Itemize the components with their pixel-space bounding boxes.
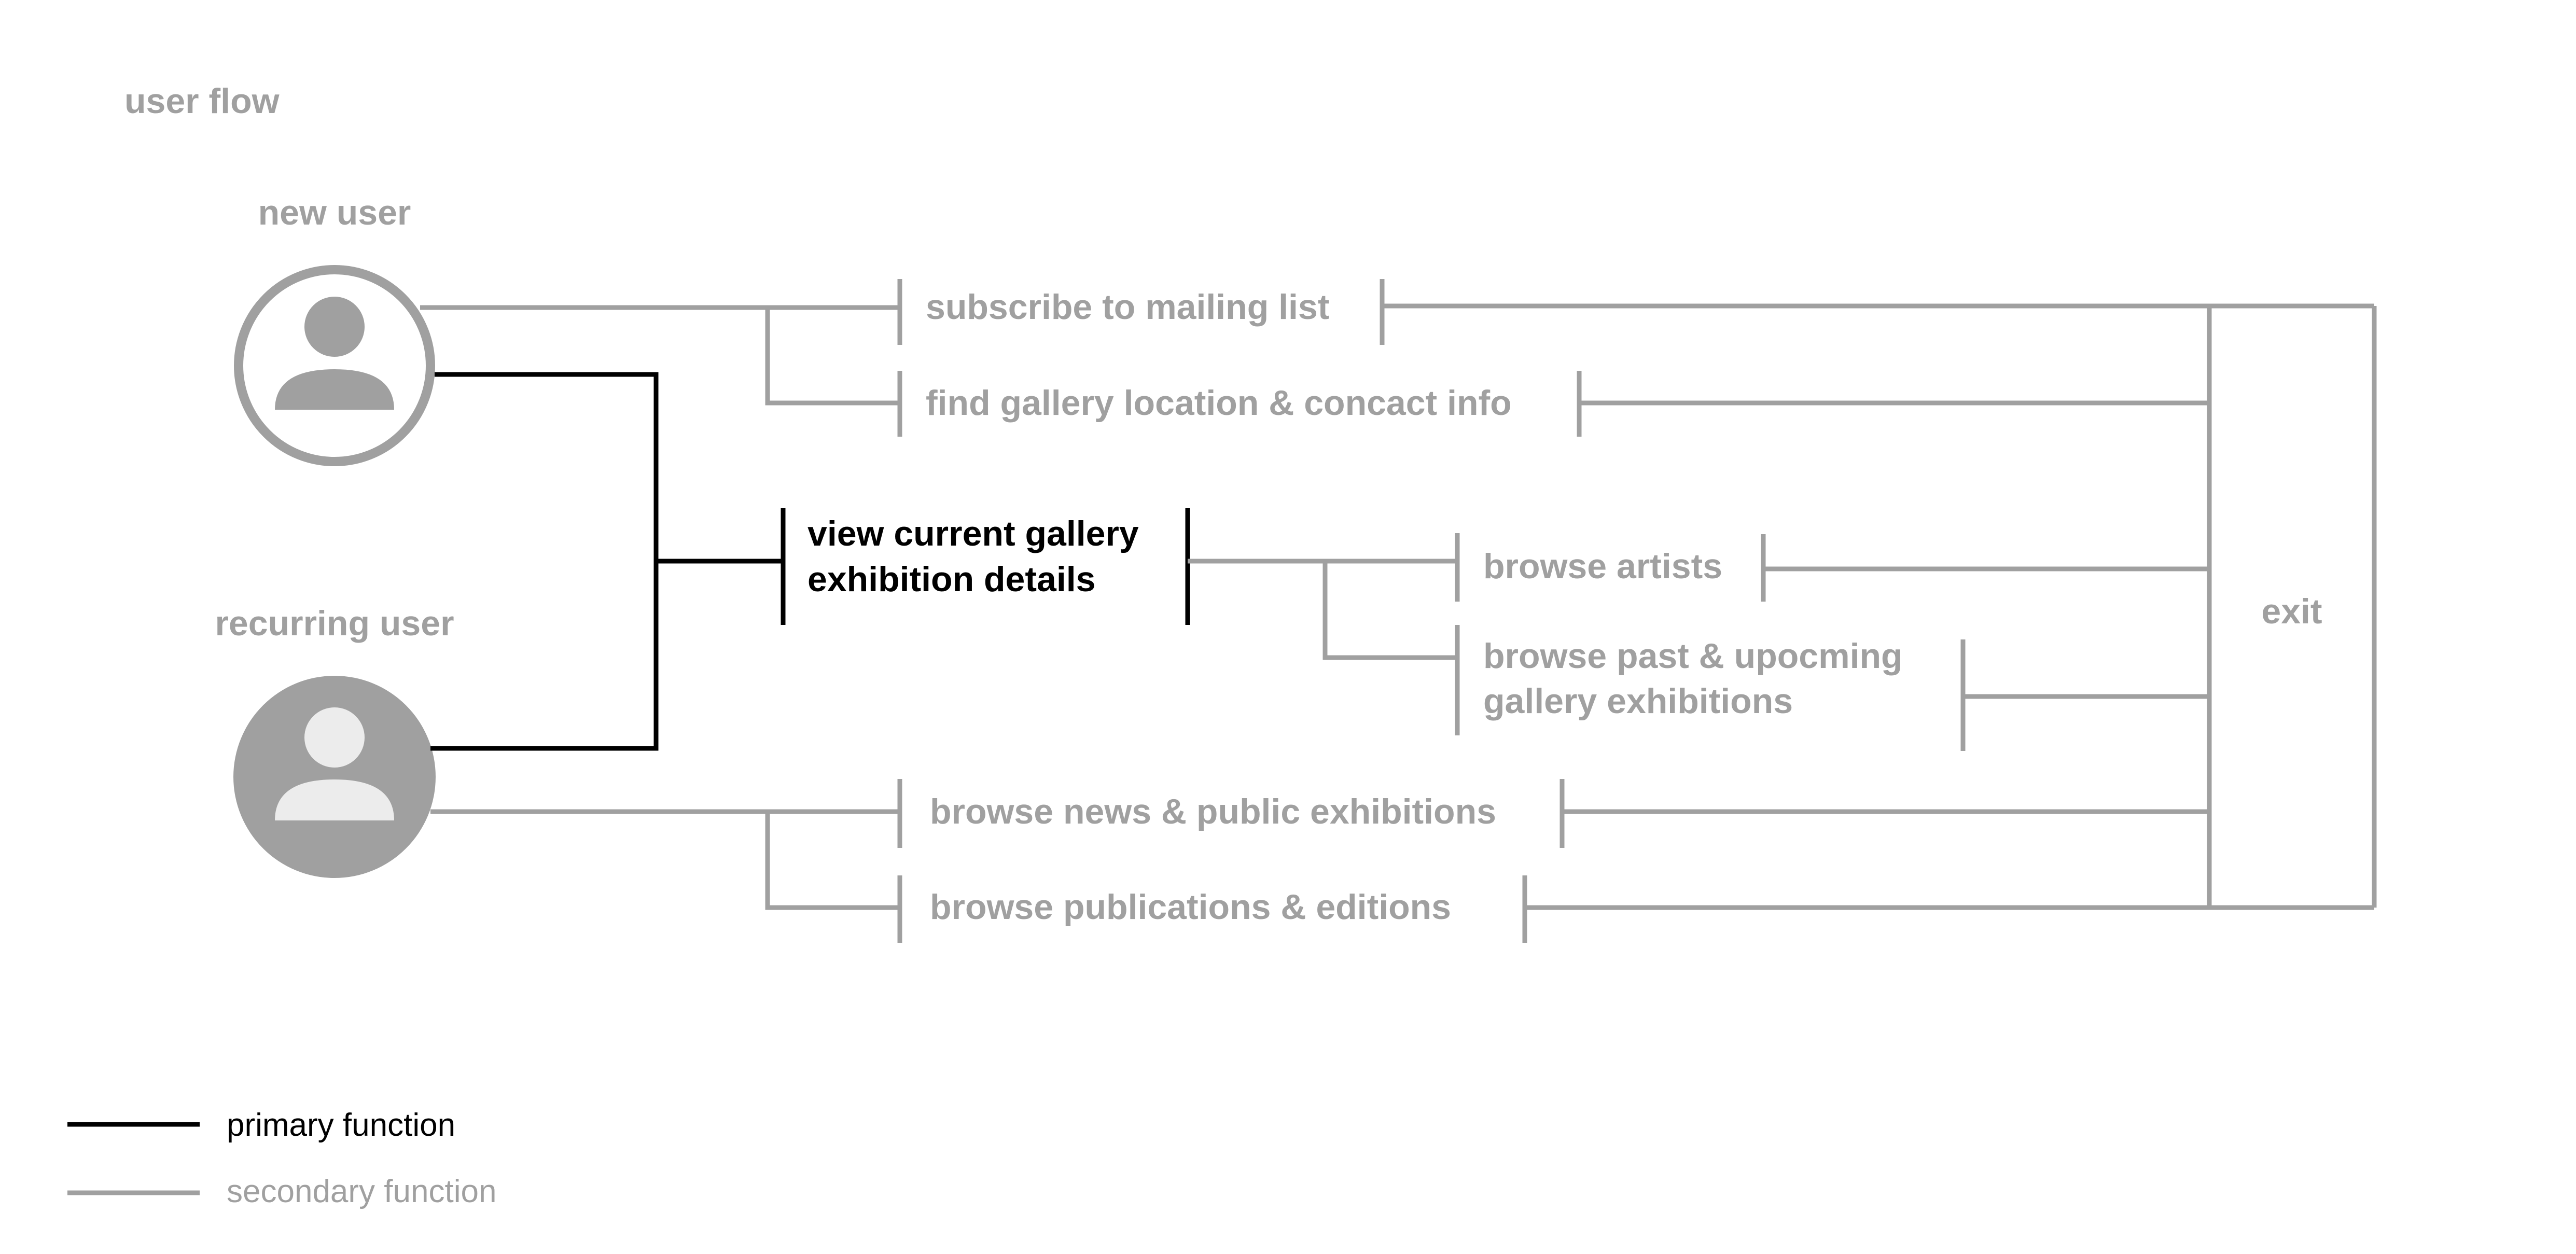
browse-publications-label: browse publications & editions (930, 887, 1451, 927)
diagram-title: user flow (124, 81, 280, 121)
view-current-gallery-line2: exhibition details (807, 560, 1095, 599)
recurring-user-icon (233, 676, 436, 878)
browse-artists-label: browse artists (1483, 547, 1722, 586)
new-user-label: new user (258, 193, 411, 232)
subscribe-mailing-list-label: subscribe to mailing list (926, 287, 1329, 327)
primary-connectors (430, 372, 1190, 751)
browse-past-exhibitions-line1: browse past & upocming (1483, 636, 1903, 676)
exit-label: exit (2261, 592, 2322, 631)
browse-news-label: browse news & public exhibitions (930, 792, 1496, 831)
find-gallery-location-label: find gallery location & concact info (926, 383, 1512, 423)
legend-primary-label: primary function (227, 1107, 455, 1143)
legend: primary function secondary function (67, 1107, 496, 1209)
new-user-icon (234, 265, 435, 466)
recurring-user-label: recurring user (215, 604, 454, 643)
secondary-connectors (420, 279, 2377, 943)
browse-past-exhibitions-line2: gallery exhibitions (1483, 681, 1793, 721)
legend-secondary-label: secondary function (227, 1174, 496, 1209)
view-current-gallery-line1: view current gallery (807, 514, 1139, 553)
